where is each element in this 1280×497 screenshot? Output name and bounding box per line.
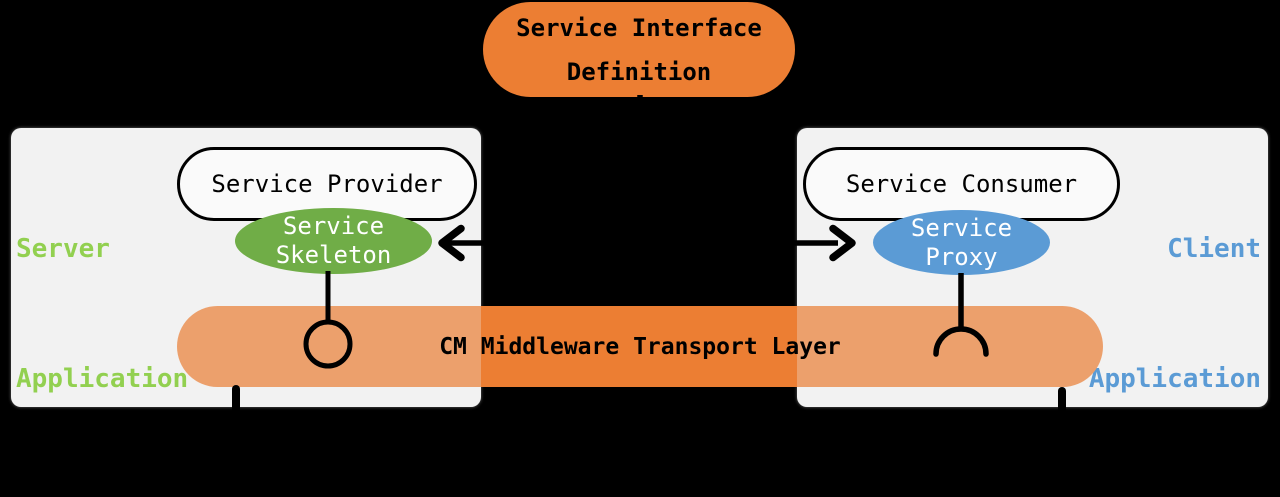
client-label-line2: Application: [1088, 364, 1261, 394]
server-label-line2: Application: [16, 364, 189, 394]
transport-layer-bar: CM Middleware Transport Layer: [177, 306, 1103, 387]
service-proxy-label-line1: Service: [910, 213, 1013, 242]
service-skeleton-node: Service Skeleton: [235, 208, 432, 274]
service-proxy-node: Service Proxy: [873, 210, 1050, 275]
service-interface-definition-node: Service Interface Definition: [483, 2, 795, 97]
service-skeleton-label-line2: Skeleton: [275, 241, 392, 269]
server-label-line1: Server: [16, 234, 110, 264]
server-application-label: Server Application: [16, 174, 188, 454]
service-interface-definition-line1: Service Interface: [516, 13, 762, 42]
service-skeleton-label-line1: Service: [282, 212, 385, 240]
transport-layer-label: CM Middleware Transport Layer: [439, 333, 841, 360]
service-interface-definition-line2: Definition: [566, 57, 712, 86]
client-label-line1: Client: [1167, 234, 1261, 264]
service-consumer-label: Service Consumer: [845, 170, 1078, 198]
client-application-label: Client Application: [1089, 174, 1261, 454]
transport-layer-bar-mid-segment: [481, 306, 797, 387]
service-provider-label: Service Provider: [211, 170, 443, 198]
service-proxy-label-line2: Proxy: [925, 242, 998, 271]
